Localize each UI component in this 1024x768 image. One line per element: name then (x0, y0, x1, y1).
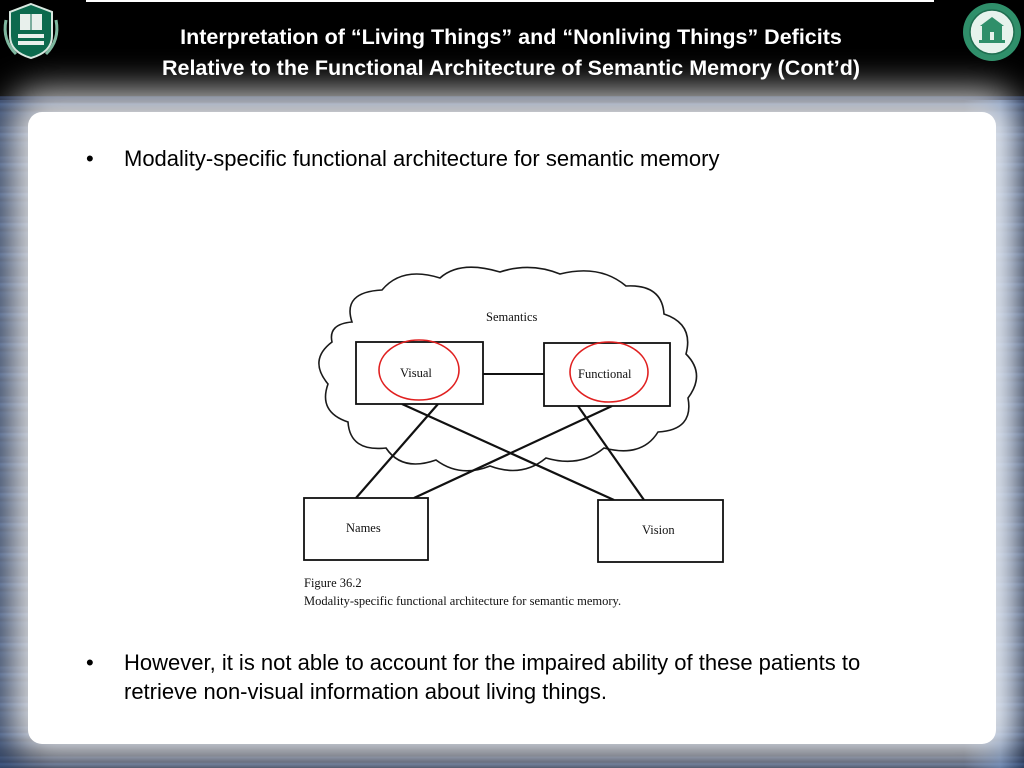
edge-functional-vision (577, 405, 645, 501)
edge-functional-names (413, 405, 613, 499)
figure-number: Figure 36.2 (304, 576, 362, 590)
semantics-cloud (318, 266, 698, 472)
slide-header: Interpretation of “Living Things” and “N… (0, 0, 1024, 96)
semantics-label: Semantics (486, 310, 538, 324)
functional-highlight-circle (569, 341, 649, 403)
title-line-2: Relative to the Functional Architecture … (161, 56, 861, 80)
bullet-item-2: • However, it is not able to account for… (86, 648, 936, 712)
bullet-marker: • (86, 650, 94, 675)
content-panel (28, 112, 996, 744)
visual-node (355, 341, 484, 405)
edge-visual-vision (401, 402, 615, 502)
edge-visual-names (355, 403, 439, 499)
slide-title: Interpretation of “Living Things” and “N… (86, 22, 936, 84)
bullet-marker: • (86, 146, 94, 171)
functional-label: Functional (578, 367, 632, 381)
names-node (303, 497, 429, 561)
bullet-text: However, it is not able to account for t… (124, 650, 861, 704)
visual-label: Visual (400, 366, 432, 380)
visual-highlight-circle (378, 339, 460, 401)
vision-label: Vision (642, 523, 675, 537)
figure-caption: Modality-specific functional architectur… (304, 594, 621, 608)
names-label: Names (346, 521, 381, 535)
functional-node (543, 342, 671, 407)
vision-node (597, 499, 724, 563)
bullet-text: Modality-specific functional architectur… (124, 146, 720, 171)
title-line-1: Interpretation of “Living Things” and “N… (180, 25, 842, 49)
university-crest-icon (0, 0, 62, 62)
semantic-memory-diagram: Semantics Visual Functional Names Vision… (290, 262, 730, 614)
bullet-item-1: • Modality-specific functional architect… (86, 144, 936, 174)
university-seal-icon (962, 2, 1022, 62)
header-divider (86, 0, 934, 2)
